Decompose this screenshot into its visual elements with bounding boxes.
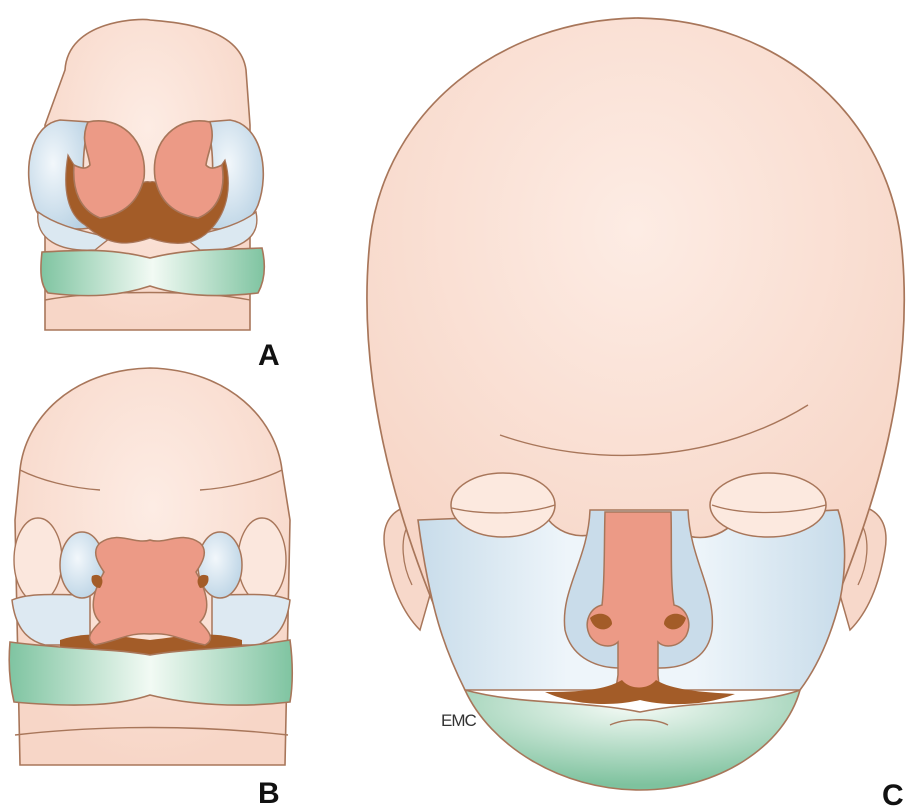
panel-c-right-eye xyxy=(710,473,826,537)
panel-b-frontonasal-prominence xyxy=(90,538,211,645)
panel-b-label: B xyxy=(258,777,280,810)
panel-c-label: C xyxy=(882,779,904,812)
panel-c-left-eye xyxy=(451,473,555,537)
panel-b-left-outer-swelling xyxy=(14,518,62,602)
panel-c-mandibular-chin xyxy=(465,690,800,790)
panel-a-label: A xyxy=(258,339,280,372)
panel-c-fetal-face: EMC C xyxy=(367,18,904,812)
artist-signature: EMC xyxy=(441,711,477,730)
panel-b-right-outer-swelling xyxy=(238,518,286,602)
panel-b-right-lateral-nasal xyxy=(198,532,242,598)
panel-b-embryo: B xyxy=(9,368,292,810)
panel-a-embryo: A xyxy=(29,20,280,372)
